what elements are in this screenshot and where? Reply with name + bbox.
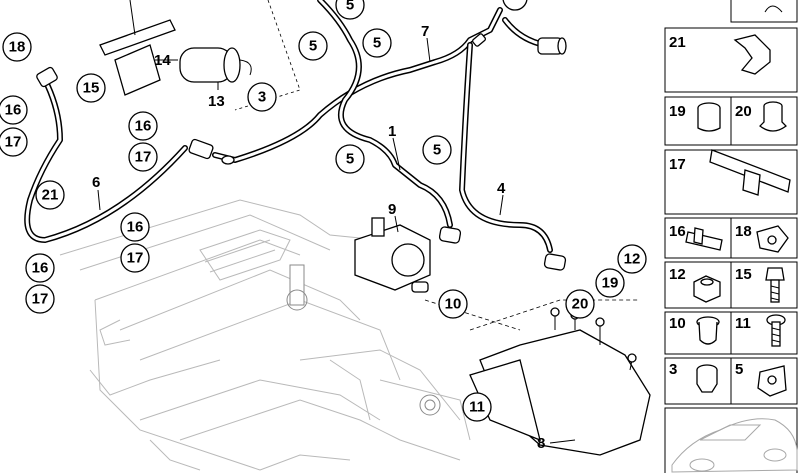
- clip-5-icon: [757, 365, 787, 397]
- plug-3-icon: [696, 364, 718, 393]
- label-8: 8: [537, 435, 545, 452]
- filter-canister: [179, 47, 252, 83]
- callout-5: 5: [335, 144, 365, 174]
- legend-label-12: 12: [669, 266, 686, 283]
- callout-17: 17: [0, 127, 28, 157]
- svg-text:12: 12: [624, 251, 641, 268]
- legend-label-5: 5: [735, 361, 743, 378]
- label-4: 4: [497, 180, 506, 197]
- svg-text:3: 3: [258, 89, 266, 106]
- callout-15: 15: [76, 73, 106, 103]
- callout-17: 17: [128, 142, 158, 172]
- hose-lines: [24, 0, 553, 253]
- clip-21-icon: [733, 34, 771, 75]
- svg-text:20: 20: [572, 296, 589, 313]
- svg-text:5: 5: [346, 0, 354, 14]
- svg-text:18: 18: [9, 39, 26, 56]
- callout-19: 19: [595, 268, 625, 298]
- callout-11: 11: [462, 392, 492, 422]
- svg-text:16: 16: [32, 260, 49, 277]
- part-labels: 14 13 6 7 1 4 9 8: [92, 23, 545, 452]
- callout-20: 20: [565, 289, 595, 319]
- nut-12-icon: [693, 275, 721, 303]
- legend-label-17: 17: [669, 156, 686, 173]
- screw-11-icon: [766, 314, 786, 347]
- callout-5: 5: [422, 135, 452, 165]
- svg-text:11: 11: [469, 399, 485, 416]
- callout-17: 17: [120, 243, 150, 273]
- svg-text:17: 17: [5, 134, 22, 151]
- clip-18-icon: [756, 225, 789, 253]
- label-1: 1: [388, 123, 396, 140]
- callout-16: 16: [128, 111, 158, 141]
- callout-3: 3: [247, 82, 277, 112]
- label-leaders: [97, 37, 576, 444]
- callout-top-partial: [502, 0, 528, 11]
- callout-12: 12: [617, 244, 647, 274]
- valve-part: [354, 217, 431, 293]
- parts-legend: 21 19 20 17 16 18: [664, 0, 798, 473]
- callout-16: 16: [25, 253, 55, 283]
- svg-text:5: 5: [346, 151, 354, 168]
- svg-text:16: 16: [5, 102, 22, 119]
- grommet-10-icon: [696, 316, 720, 345]
- svg-text:5: 5: [309, 38, 317, 55]
- screw-15-icon: [765, 267, 785, 303]
- legend-label-15: 15: [735, 266, 752, 283]
- callout-10: 10: [438, 289, 468, 319]
- svg-text:15: 15: [83, 80, 100, 97]
- tank-part: [469, 307, 651, 456]
- vehicle-floor-outline: [59, 199, 471, 471]
- legend-label-21: 21: [669, 34, 686, 51]
- svg-text:10: 10: [445, 296, 462, 313]
- grommet-19-icon: [697, 102, 721, 132]
- legend-label-3: 3: [669, 361, 677, 378]
- car-thumbnail-icon: [671, 418, 798, 473]
- legend-label-18: 18: [735, 223, 752, 240]
- svg-text:17: 17: [32, 291, 49, 308]
- grommet-20-icon: [759, 101, 787, 132]
- bracket-part: [99, 0, 176, 96]
- legend-label-20: 20: [735, 103, 752, 120]
- svg-text:17: 17: [127, 250, 144, 267]
- legend-label-11: 11: [735, 315, 751, 332]
- filler-nozzle: [286, 264, 441, 416]
- clip-16-icon: [685, 227, 723, 251]
- callout-16: 16: [120, 212, 150, 242]
- legend-label-16: 16: [669, 223, 686, 240]
- callout-18: 18: [2, 32, 32, 62]
- label-9: 9: [388, 201, 396, 218]
- svg-text:16: 16: [127, 219, 144, 236]
- label-13: 13: [208, 93, 225, 110]
- legend-label-10: 10: [669, 315, 686, 332]
- svg-text:5: 5: [373, 35, 381, 52]
- callout-17: 17: [25, 284, 55, 314]
- svg-text:19: 19: [602, 275, 619, 292]
- svg-text:5: 5: [433, 142, 441, 159]
- label-14: 14: [154, 52, 171, 69]
- callout-5: 5: [335, 0, 365, 20]
- svg-text:21: 21: [42, 187, 59, 204]
- callout-21: 21: [35, 180, 65, 210]
- svg-text:17: 17: [135, 149, 152, 166]
- label-6: 6: [92, 174, 100, 191]
- callout-5: 5: [362, 28, 392, 58]
- bracket-17-icon: [709, 149, 791, 196]
- callout-16: 16: [0, 95, 28, 125]
- callout-5: 5: [298, 31, 328, 61]
- connectors: [36, 33, 567, 271]
- svg-text:16: 16: [135, 118, 152, 135]
- legend-label-19: 19: [669, 103, 686, 120]
- label-7: 7: [421, 23, 429, 40]
